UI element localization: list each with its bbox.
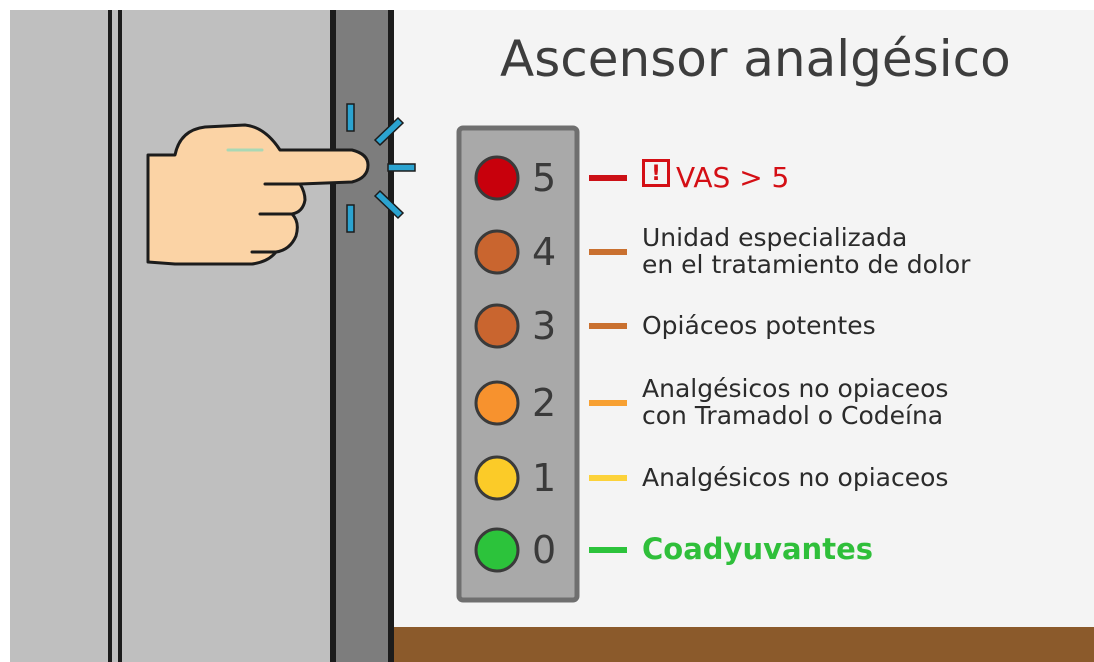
level-label-5: VAS > 5 bbox=[676, 160, 790, 194]
level-button-4[interactable] bbox=[474, 229, 520, 275]
level-number-3: 3 bbox=[532, 304, 557, 348]
elevator-door bbox=[10, 10, 332, 662]
level-number-4: 4 bbox=[532, 230, 557, 274]
level-label-line: con Tramadol o Codeína bbox=[642, 401, 944, 430]
press-sparkle-icon bbox=[346, 103, 416, 233]
level-number-1: 1 bbox=[532, 456, 557, 500]
level-label-line: VAS > 5 bbox=[676, 160, 790, 194]
level-label-line: Opiáceos potentes bbox=[642, 310, 876, 340]
level-label-line: en el tratamiento de dolor bbox=[642, 250, 971, 279]
level-label-1: Analgésicos no opiaceos bbox=[642, 464, 948, 491]
level-connector-2 bbox=[589, 400, 627, 406]
warning-icon: ! bbox=[642, 159, 670, 187]
frame-edge bbox=[330, 10, 336, 662]
level-label-line: Coadyuvantes bbox=[642, 531, 873, 566]
level-label-0: Coadyuvantes bbox=[642, 531, 873, 566]
level-number-2: 2 bbox=[532, 381, 557, 425]
level-button-3[interactable] bbox=[474, 303, 520, 349]
level-connector-3 bbox=[589, 323, 627, 329]
door-frame bbox=[336, 10, 388, 662]
level-label-line: Analgésicos no opiaceos bbox=[642, 462, 949, 492]
level-button-0[interactable] bbox=[474, 527, 520, 573]
door-seam bbox=[118, 10, 122, 662]
level-number-0: 0 bbox=[532, 528, 557, 572]
level-button-5[interactable] bbox=[474, 155, 520, 201]
level-connector-4 bbox=[589, 249, 627, 255]
level-connector-0 bbox=[589, 547, 627, 553]
level-number-5: 5 bbox=[532, 156, 557, 200]
hand-pointing-icon bbox=[146, 123, 370, 266]
level-label-3: Opiáceos potentes bbox=[642, 312, 876, 339]
level-connector-1 bbox=[589, 475, 627, 481]
level-connector-5 bbox=[589, 175, 627, 181]
level-button-2[interactable] bbox=[474, 380, 520, 426]
door-seam bbox=[108, 10, 112, 662]
floor bbox=[394, 627, 1094, 662]
level-label-line: Unidad especializada bbox=[642, 223, 908, 252]
frame-edge bbox=[388, 10, 394, 662]
page-title: Ascensor analgésico bbox=[500, 30, 1011, 88]
level-label-line: Analgésicos no opiaceos bbox=[642, 374, 949, 403]
level-button-1[interactable] bbox=[474, 455, 520, 501]
